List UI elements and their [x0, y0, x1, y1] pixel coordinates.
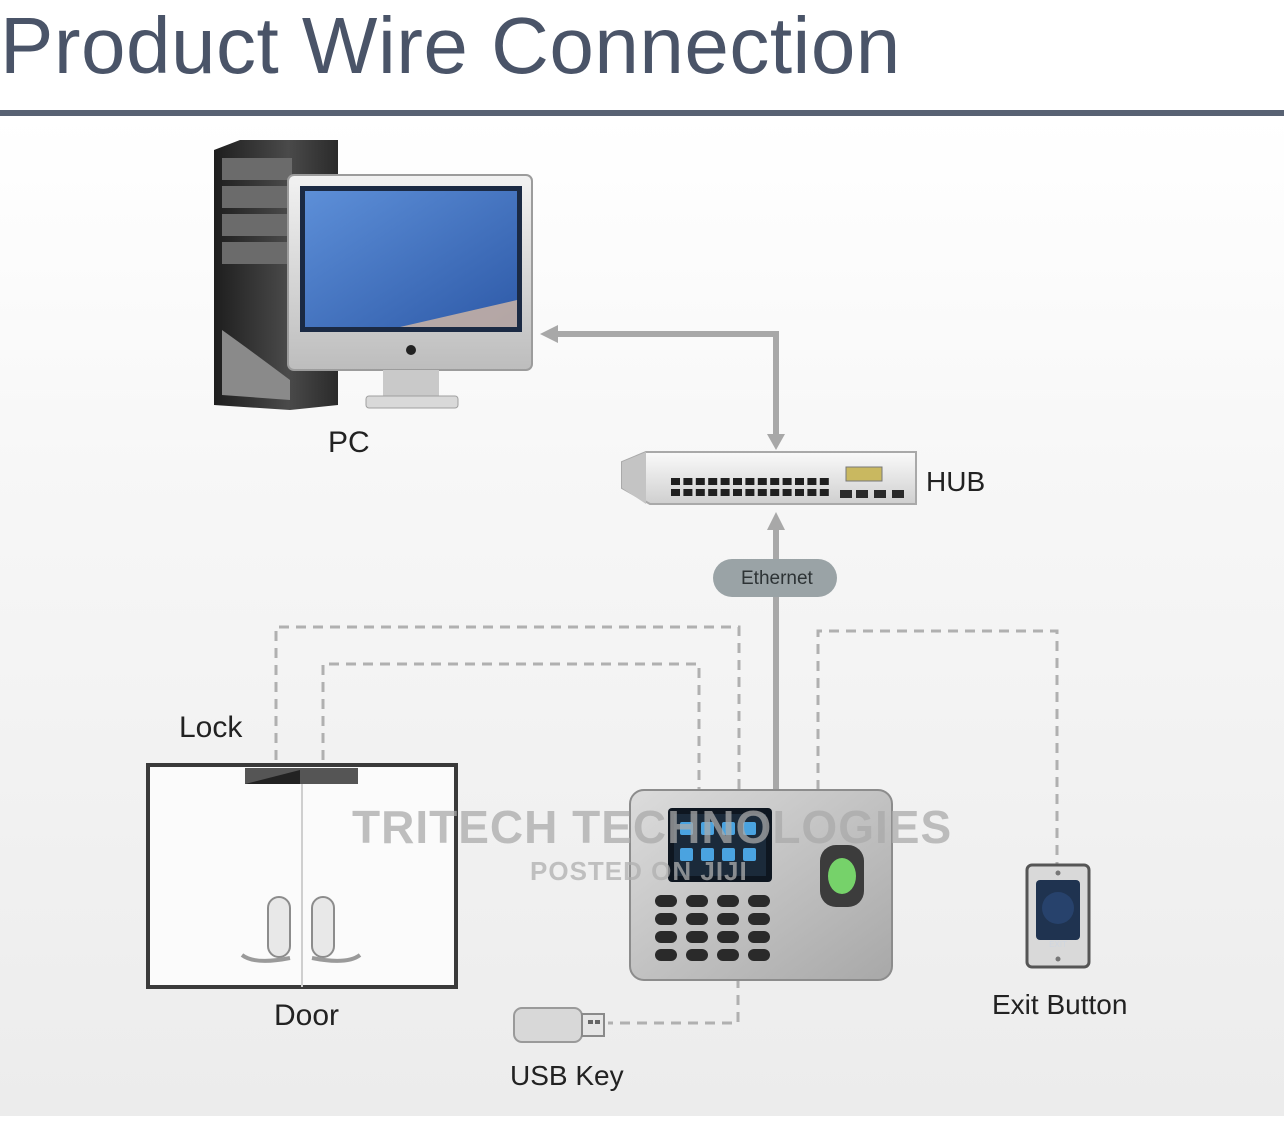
- ethernet-label: Ethernet: [741, 568, 813, 589]
- screen-menu-icon: [680, 822, 693, 835]
- title-divider: [0, 110, 1284, 116]
- hub-port: [807, 489, 817, 496]
- lock-wires: [274, 625, 741, 790]
- device-keypad: [655, 895, 770, 961]
- hub-port: [695, 478, 705, 485]
- keypad-key: [686, 931, 708, 943]
- keypad-key: [748, 949, 770, 961]
- screen-menu-icon: [680, 848, 693, 861]
- keypad-key: [655, 949, 677, 961]
- hub-port: [770, 478, 780, 485]
- hub-port: [819, 489, 829, 496]
- keypad-key: [686, 913, 708, 925]
- hub-port: [683, 478, 693, 485]
- device-screen-icons: [680, 822, 756, 861]
- screen-menu-icon: [701, 848, 714, 861]
- door-label: Door: [274, 999, 340, 1032]
- keypad-key: [748, 931, 770, 943]
- hub-port: [708, 489, 718, 496]
- hub-port: [782, 478, 792, 485]
- screen-menu-icon: [701, 822, 714, 835]
- hub-ports: [671, 466, 904, 498]
- screen-menu-icon: [743, 848, 756, 861]
- hub-port: [683, 489, 693, 496]
- usb-key-icon: [513, 1007, 605, 1043]
- exit-button-label: Exit Button: [992, 989, 1128, 1020]
- door-icon: [146, 763, 458, 989]
- exit-button-icon: [1025, 863, 1091, 969]
- hub-port: [795, 489, 804, 496]
- hub-port: [671, 478, 680, 485]
- arrowhead-pc: [540, 325, 558, 343]
- hub-port: [782, 489, 792, 496]
- screen-menu-icon: [722, 822, 735, 835]
- hub-uplink-port: [892, 490, 904, 498]
- keypad-key: [717, 913, 739, 925]
- hub-port: [733, 489, 742, 496]
- hub-uplink-port: [840, 490, 852, 498]
- keypad-key: [655, 895, 677, 907]
- ethernet-badge: [713, 559, 837, 597]
- hub-port: [757, 478, 767, 485]
- usb-key-label: USB Key: [510, 1060, 624, 1091]
- hub-port: [671, 489, 680, 496]
- screen-menu-icon: [743, 822, 756, 835]
- keypad-key: [686, 949, 708, 961]
- hub-console-port: [845, 466, 883, 482]
- hub-uplink-port: [856, 490, 868, 498]
- hub-port: [819, 478, 829, 485]
- hub-port: [770, 489, 780, 496]
- hub-port: [733, 478, 742, 485]
- hub-port: [745, 489, 755, 496]
- arrowhead-hub-bottom: [767, 512, 785, 530]
- hub-port: [745, 478, 755, 485]
- lock-label: Lock: [179, 711, 243, 744]
- keypad-key: [655, 931, 677, 943]
- keypad-key: [717, 895, 739, 907]
- watermark-text: TRITECH TECHNOLOGIES: [352, 801, 953, 853]
- keypad-key: [686, 895, 708, 907]
- hub-port: [757, 489, 767, 496]
- keypad-key: [655, 913, 677, 925]
- screen-menu-icon: [722, 848, 735, 861]
- hub-port: [708, 478, 718, 485]
- hub-to-pc-arrow: [555, 331, 779, 440]
- page-title: Product Wire Connection: [0, 1, 901, 90]
- keypad-key: [748, 895, 770, 907]
- hub-uplink-port: [874, 490, 886, 498]
- hub-port: [695, 489, 705, 496]
- hub-port: [807, 478, 817, 485]
- exit-plate-text: EXIT: [1049, 940, 1067, 949]
- watermark-subtext: POSTED ON JIJI: [530, 856, 748, 886]
- pc-label: PC: [328, 426, 370, 459]
- hub-label: HUB: [926, 466, 986, 497]
- hub-port: [720, 489, 730, 496]
- pc-monitor-icon: [287, 174, 533, 409]
- exit-button-wire: [816, 629, 1059, 865]
- arrowhead-hub-top: [767, 434, 785, 450]
- keypad-key: [717, 931, 739, 943]
- usb-wire: [608, 978, 740, 1025]
- hub-port: [720, 478, 730, 485]
- keypad-key: [717, 949, 739, 961]
- hub-port: [795, 478, 804, 485]
- keypad-key: [748, 913, 770, 925]
